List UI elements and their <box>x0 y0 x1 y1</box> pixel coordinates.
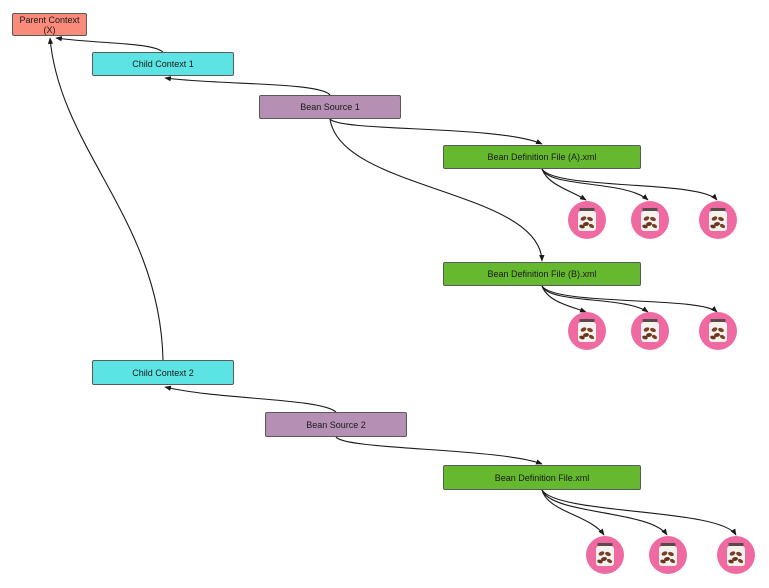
coffee-bean-jar-icon[interactable] <box>568 201 606 239</box>
coffee-bean-jar-icon[interactable] <box>649 536 687 574</box>
parent-context-node[interactable]: Parent Context (X) <box>12 13 87 36</box>
connector-file-c-to-bean-3 <box>541 489 737 536</box>
bean-source-1-label: Bean Source 1 <box>300 102 360 112</box>
bean-definition-file-label: Bean Definition File.xml <box>494 472 590 483</box>
bean-definition-file-a-node[interactable]: Bean Definition File (A).xml <box>443 145 641 169</box>
connector-source1-to-file-a <box>329 118 543 145</box>
connector-source2-to-file-c <box>335 436 543 465</box>
bean-definition-file-node[interactable]: Bean Definition File.xml <box>443 465 641 490</box>
connector-file-b-to-bean-1 <box>541 285 587 313</box>
coffee-bean-jar-icon[interactable] <box>699 312 737 350</box>
bean-source-1-node[interactable]: Bean Source 1 <box>259 95 401 119</box>
bean-definition-file-b-label: Bean Definition File (B).xml <box>487 269 597 279</box>
child-context-1-label: Child Context 1 <box>132 59 194 69</box>
connector-source1-to-file-b <box>329 118 545 262</box>
child-context-2-label: Child Context 2 <box>132 367 194 378</box>
connector-child2-to-parent <box>47 37 164 361</box>
connector-source2-to-child2 <box>164 385 337 413</box>
coffee-bean-jar-icon[interactable] <box>586 536 624 574</box>
bean-definition-file-b-node[interactable]: Bean Definition File (B).xml <box>443 262 641 286</box>
connector-file-c-to-bean-2 <box>541 489 668 536</box>
parent-context-sublabel: (X) <box>43 24 56 35</box>
connector-file-b-to-bean-2 <box>541 285 649 313</box>
bean-definition-file-a-label: Bean Definition File (A).xml <box>487 152 597 162</box>
connector-file-a-to-bean-2 <box>541 168 649 201</box>
connector-file-b-to-bean-3 <box>541 285 718 313</box>
parent-context-label: Parent Context <box>19 14 80 25</box>
connector-child1-to-parent <box>55 36 164 53</box>
coffee-bean-jar-icon[interactable] <box>699 201 737 239</box>
bean-source-2-label: Bean Source 2 <box>306 419 366 430</box>
connector-source1-to-child1 <box>164 76 331 96</box>
child-context-2-node[interactable]: Child Context 2 <box>92 360 234 385</box>
child-context-1-node[interactable]: Child Context 1 <box>92 52 234 76</box>
coffee-bean-jar-icon[interactable] <box>568 312 606 350</box>
connector-file-a-to-bean-3 <box>541 168 718 201</box>
connector-file-c-to-bean-1 <box>541 489 605 536</box>
coffee-bean-jar-icon[interactable] <box>631 201 669 239</box>
coffee-bean-jar-icon[interactable] <box>631 312 669 350</box>
coffee-bean-jar-icon[interactable] <box>717 536 755 574</box>
bean-source-2-node[interactable]: Bean Source 2 <box>265 412 407 437</box>
